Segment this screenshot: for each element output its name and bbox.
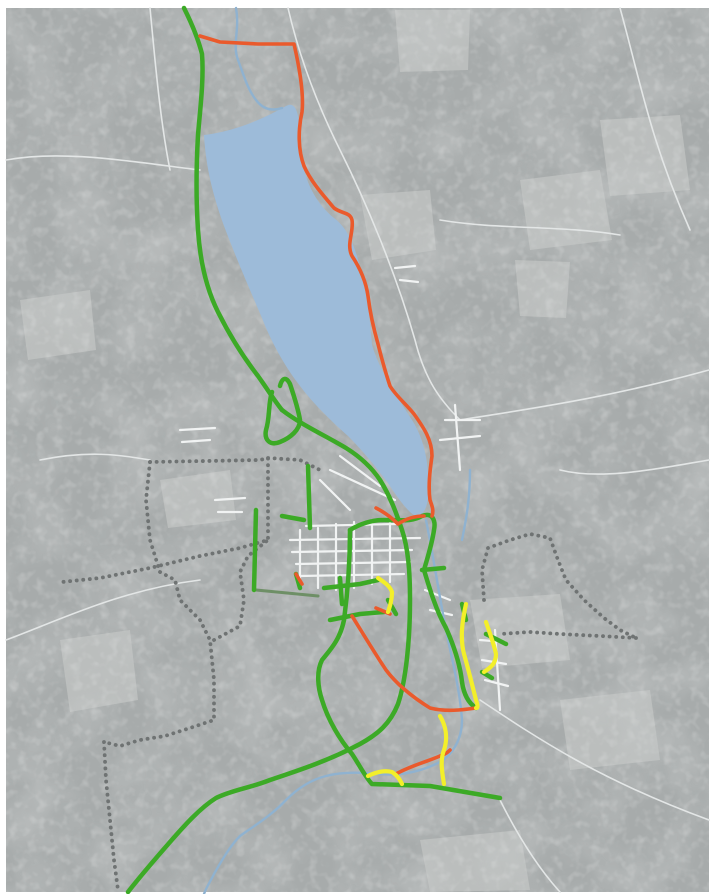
orange-routes xyxy=(198,34,478,776)
street xyxy=(328,468,397,502)
yellow-routes xyxy=(365,575,499,787)
road xyxy=(619,7,691,231)
orange-route xyxy=(350,614,478,713)
road xyxy=(5,155,201,171)
green-route xyxy=(419,565,447,573)
road xyxy=(149,7,171,171)
street xyxy=(178,426,217,432)
road xyxy=(5,579,201,641)
river xyxy=(202,834,242,894)
green-route xyxy=(321,577,381,591)
gray-solid-connector xyxy=(254,588,320,598)
street xyxy=(338,454,382,488)
street xyxy=(290,548,414,554)
gray-dotted-routes xyxy=(60,456,638,892)
gray-route xyxy=(60,456,270,584)
road xyxy=(499,799,561,893)
road xyxy=(459,369,710,421)
gray-route xyxy=(480,532,638,640)
orange-route xyxy=(294,572,304,586)
gray-route xyxy=(212,538,270,642)
green-route xyxy=(251,507,259,593)
orange-route xyxy=(198,34,435,518)
street xyxy=(438,434,482,442)
river xyxy=(460,468,472,542)
yellow-route xyxy=(365,769,405,787)
road xyxy=(559,459,710,475)
street xyxy=(393,264,417,270)
street xyxy=(213,496,247,502)
green-route xyxy=(316,527,503,801)
yellow-route xyxy=(459,601,480,711)
street xyxy=(428,608,454,617)
yellow-route xyxy=(375,575,395,615)
gray-route xyxy=(102,570,216,748)
gray-route xyxy=(102,740,120,892)
street xyxy=(318,478,352,512)
orange-route xyxy=(374,506,426,526)
river xyxy=(378,518,464,776)
green-route xyxy=(327,609,387,623)
green-route xyxy=(263,376,303,446)
street xyxy=(304,522,398,528)
green-route xyxy=(125,407,413,894)
gray-route xyxy=(144,460,162,574)
river xyxy=(238,771,382,838)
street xyxy=(180,438,212,444)
road xyxy=(479,699,710,821)
road xyxy=(439,219,621,236)
green-route xyxy=(181,5,285,413)
street xyxy=(398,278,420,284)
water-features xyxy=(202,6,472,894)
green-route xyxy=(337,575,345,607)
river xyxy=(234,6,284,111)
gray-route xyxy=(266,456,322,472)
street xyxy=(493,628,502,712)
street xyxy=(453,403,462,472)
town-streets xyxy=(178,264,510,712)
yellow-route xyxy=(437,713,449,787)
yellow-route xyxy=(481,619,499,675)
green-route xyxy=(347,512,479,711)
background-roads xyxy=(5,7,710,893)
green-route xyxy=(305,463,313,531)
green-route xyxy=(279,513,307,523)
road xyxy=(39,453,151,461)
street xyxy=(483,678,510,688)
lake xyxy=(204,104,429,516)
road xyxy=(287,7,461,421)
orange-route xyxy=(394,748,452,776)
